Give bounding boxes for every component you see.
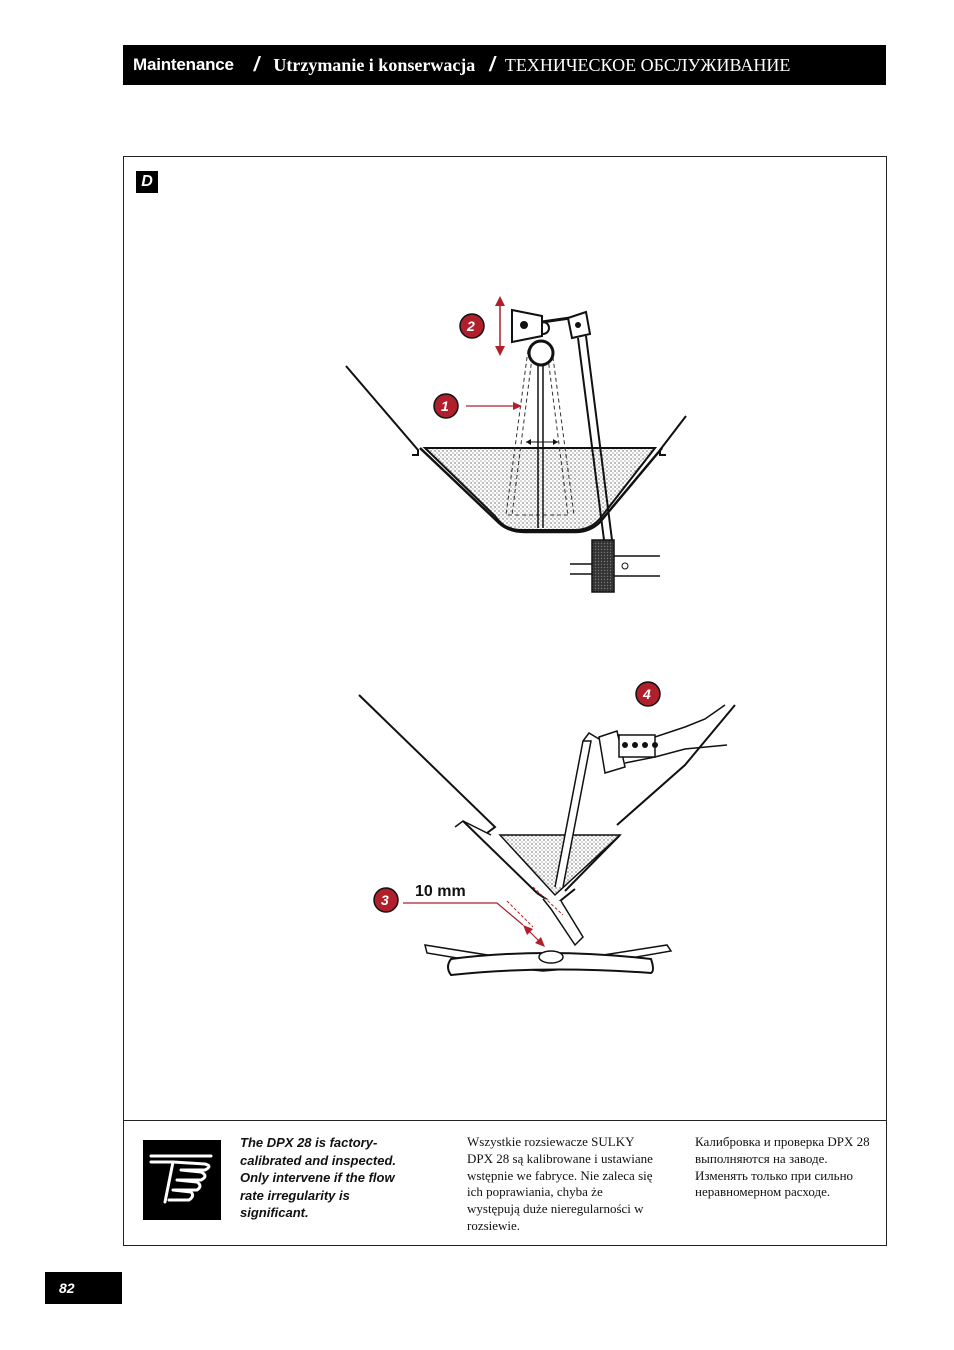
page-header: Maintenance / Utrzymanie i konserwacja /… [123, 45, 886, 85]
note-text-en: The DPX 28 is factory-calibrated and ins… [240, 1135, 397, 1220]
callout-4: 4 [642, 686, 651, 702]
header-separator: / [489, 53, 495, 76]
callout-3-marker [373, 887, 399, 913]
page-number: 82 [45, 1272, 122, 1304]
callout-2: 2 [466, 318, 475, 334]
header-separator: / [253, 53, 260, 76]
pointing-hand-icon [143, 1140, 221, 1220]
note-divider [123, 1120, 887, 1121]
note-text-ru: Калибровка и проверка DPX 28 выполняются… [695, 1134, 870, 1200]
callout-2-marker [459, 313, 485, 339]
header-title-ru: ТЕХНИЧЕСКОЕ ОБСЛУЖИВАНИЕ [504, 54, 791, 75]
header-title-en: Maintenance [133, 55, 234, 74]
callout-3: 3 [381, 892, 389, 908]
note-text-pl: Wszystkie rozsiewacze SULKY DPX 28 są ka… [467, 1134, 653, 1233]
header-title-pl: Utrzymanie i konserwacja [273, 54, 476, 75]
callout-1: 1 [441, 398, 449, 414]
outlet-adjustment-figure: 3 10 mm 4 [358, 681, 736, 977]
measurement-label: 10 mm [415, 883, 466, 900]
callout-4-marker [635, 681, 661, 707]
section-badge: D [136, 171, 158, 193]
hopper-agitator-figure: 2 1 [345, 296, 687, 593]
content-frame [123, 156, 887, 1246]
callout-1-marker [433, 393, 459, 419]
